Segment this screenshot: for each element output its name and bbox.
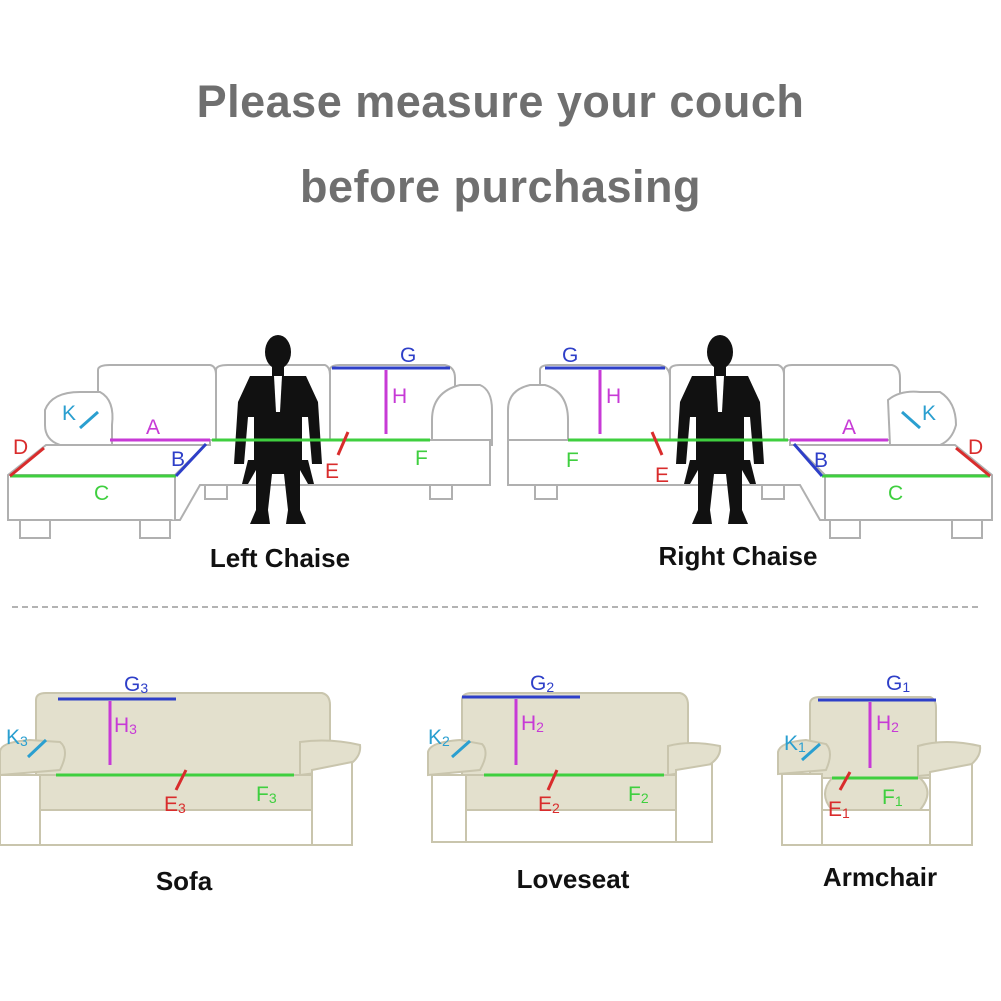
label-f2: F2: [628, 783, 649, 806]
measure-e-line: [336, 431, 350, 456]
label-c: C: [888, 482, 903, 505]
caption-right-chaise: Right Chaise: [659, 541, 818, 571]
label-k: K: [922, 402, 936, 425]
label-a: A: [842, 416, 856, 439]
label-h: H: [392, 385, 407, 408]
measure-e-line: [546, 769, 559, 791]
label-a: A: [146, 416, 160, 439]
measure-e-line: [650, 431, 664, 456]
label-g1: G1: [886, 672, 910, 695]
measure-k-line: [901, 410, 921, 430]
label-e1: E1: [828, 798, 850, 821]
label-e: E: [325, 460, 339, 483]
caption-armchair: Armchair: [823, 862, 937, 892]
measure-e-line: [838, 771, 852, 791]
label-f3: F3: [256, 783, 277, 806]
measure-d-line: [9, 446, 45, 478]
measure-e-line: [174, 769, 188, 791]
page-title-line-1: Please measure your couch: [196, 76, 805, 127]
label-b: B: [171, 448, 185, 471]
left-chaise-diagram: G H A B C D E F K Left Chaise: [7, 335, 493, 573]
page-title-line-2: before purchasing: [299, 161, 702, 212]
label-g: G: [400, 344, 416, 367]
label-e2: E2: [538, 793, 560, 816]
label-h2: H2: [521, 712, 544, 735]
label-e3: E3: [164, 793, 186, 816]
label-g2: G2: [530, 672, 554, 695]
measure-k-line: [801, 742, 821, 762]
label-d: D: [968, 436, 983, 459]
label-k3: K3: [6, 726, 28, 749]
label-f: F: [566, 449, 579, 472]
loveseat-diagram: G2 H2 K2 E2 F2 Loveseat: [427, 672, 722, 894]
label-k: K: [62, 402, 76, 425]
measure-b-line: [792, 443, 824, 477]
caption-left-chaise: Left Chaise: [210, 543, 350, 573]
label-h: H: [606, 385, 621, 408]
armchair-diagram: G1 H2 K1 E1 F1 Armchair: [777, 672, 982, 892]
label-g: G: [562, 344, 578, 367]
measure-k-line: [451, 739, 471, 759]
measure-d-line: [955, 446, 991, 478]
label-f1: F1: [882, 786, 903, 809]
sofa-diagram: G3 H3 K3 E3 F3 Sofa: [0, 673, 362, 896]
label-c: C: [94, 482, 109, 505]
measure-b-line: [174, 442, 208, 478]
caption-sofa: Sofa: [156, 866, 213, 896]
caption-loveseat: Loveseat: [517, 864, 630, 894]
label-b: B: [814, 449, 828, 472]
label-k1: K1: [784, 732, 806, 755]
label-k2: K2: [428, 726, 450, 749]
label-h2: H2: [876, 712, 899, 735]
label-h3: H3: [114, 714, 137, 737]
label-g3: G3: [124, 673, 148, 696]
label-e: E: [655, 464, 669, 487]
measure-k-line: [26, 738, 48, 759]
right-chaise-diagram: G H A B C D E F K Right Chaise: [507, 335, 993, 571]
label-f: F: [415, 447, 428, 470]
measure-k-line: [79, 410, 99, 430]
label-d: D: [13, 436, 28, 459]
